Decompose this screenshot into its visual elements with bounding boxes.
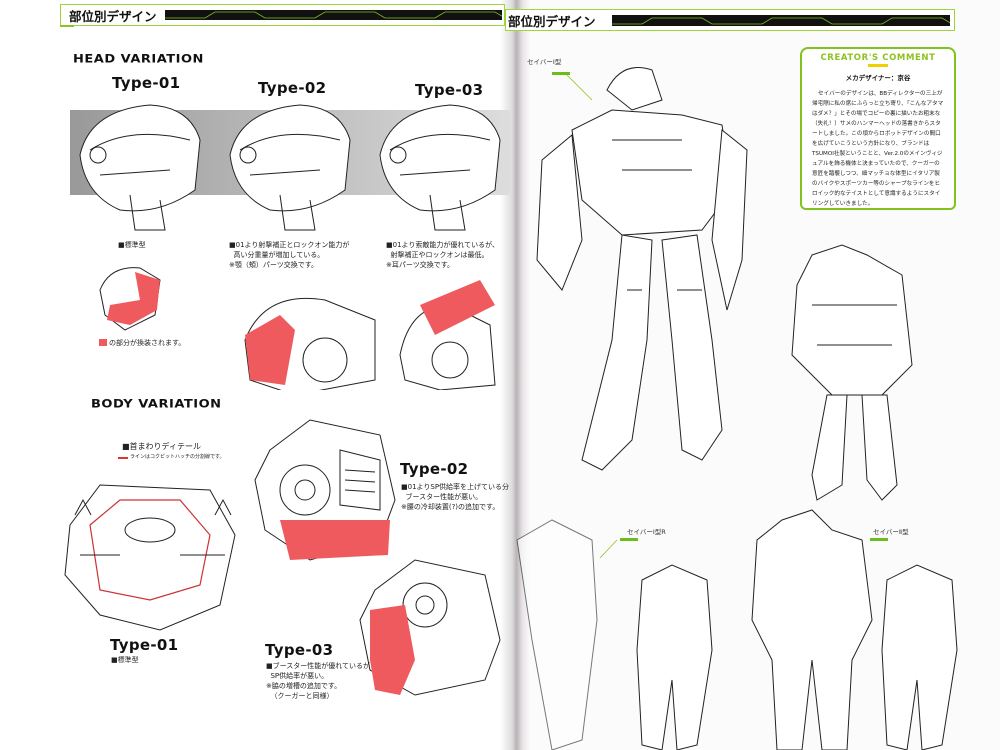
head-type-01-drawing [79,104,201,231]
label-accent-bar [870,538,888,541]
head-variation-drawings [70,104,510,231]
head-type-01-label: Type-01 [112,74,181,92]
head-legend-note: の部分が換装されます。 [109,339,186,347]
saber-1-back-drawing [791,244,913,501]
red-line-legend [118,457,128,459]
saber-1-front-drawing [536,67,748,471]
circuit-pattern-bar [611,14,950,26]
label-accent-bar [620,538,638,541]
saber-1r-front-drawing [516,519,598,750]
head-type-03-drawing [379,104,501,231]
head-type-02-drawing [229,104,351,231]
body-type-03-label: Type-03 [265,641,334,659]
head-03-swap-view [399,280,496,390]
saber-2-back-drawing [881,564,958,750]
body-type-01-caption: ■標準型 [111,656,139,664]
figure-label-saber-1r: セイバーⅠ型R [627,528,666,536]
head-02-swap-view [244,297,376,390]
robot-drawings [516,67,958,750]
body-type-03-drawing [359,559,501,696]
body-type-02-caption: ■01よりSP供給率を上げている分 ブースター性能が悪い。 ※腰の冷却装置(?)… [401,483,510,511]
head-variation-title: HEAD VARIATION [73,52,204,67]
neck-detail-note: ラインはコクピットハッチの分割線です。 [130,454,225,460]
body-type-01-drawing [64,484,236,631]
body-variation-title: BODY VARIATION [91,397,222,412]
figure-label-saber-1: セイバーⅠ型 [527,58,562,66]
circuit-pattern-bar [164,10,502,20]
header-title: 部位別デザイン [69,8,157,24]
figure-label-saber-2: セイバーⅡ型 [873,528,909,536]
head-type-03-caption: ■01より索敵能力が優れているが、 射撃補正やロックオンは最低。 ※耳パーツ交換… [386,241,500,269]
left-page-header: 部位別デザイン [60,4,505,26]
saber-1r-back-drawing [636,564,713,750]
creator-comment-body: セイバーのデザインは、BBディレクターの三上が帰宅際に私の席にふらっと立ち寄り、… [812,91,944,207]
saber-2-front-drawing [751,509,873,750]
body-type-03-caption: ■ブースター性能が優れているが SP供給率が悪い。 ※脇の増槽の追加です。 （ク… [266,662,371,700]
head-type-02-label: Type-02 [258,79,327,97]
head-swap-part-drawings [99,267,496,390]
neck-detail-title: ■首まわりディテール [122,442,201,451]
header-title: 部位別デザイン [508,13,596,29]
red-legend-swatch [99,339,107,346]
header-accent-mark [60,25,74,27]
head-type-03-label: Type-03 [415,81,484,99]
title-underline [868,64,888,67]
head-01-swap-view [99,267,161,331]
head-type-02-caption: ■01より射撃補正とロックオン能力が 高い分重量が増加している。 ※顎（頬）パー… [229,241,350,269]
creator-comment-box: CREATOR'S COMMENT メカデザイナー：京谷 セイバーのデザインは、… [800,47,956,210]
body-type-02-label: Type-02 [400,460,469,478]
creator-comment-author: メカデザイナー：京谷 [845,74,911,82]
creator-comment-title: CREATOR'S COMMENT [820,53,936,63]
body-type-02-drawing [254,419,396,561]
body-type-01-label: Type-01 [110,636,179,654]
label-accent-bar [552,72,570,75]
head-type-01-caption: ■標準型 [118,241,146,249]
right-page-header: 部位別デザイン [505,9,955,31]
